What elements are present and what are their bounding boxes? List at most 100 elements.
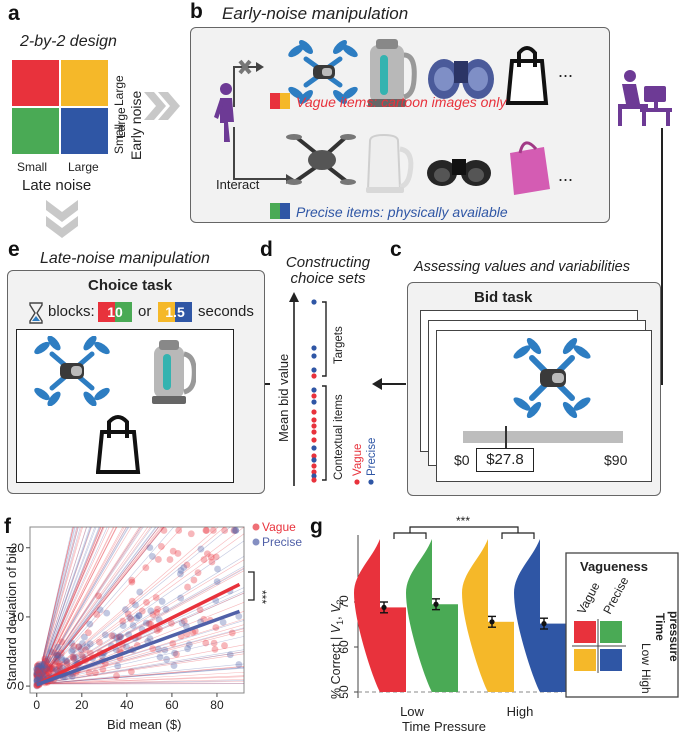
f-point (37, 662, 45, 669)
f-subject-fit-line (36, 527, 153, 685)
f-point (35, 665, 43, 672)
f-point (40, 671, 48, 679)
g-mean-dot (433, 601, 439, 607)
f-point (53, 666, 61, 674)
precise-items-text: Precise items: physically available (296, 204, 508, 220)
targets-brace (322, 301, 327, 377)
f-point (75, 643, 83, 651)
f-subject-fit-line (36, 649, 244, 685)
f-y-tick-label: 10 (11, 610, 25, 624)
f-point (116, 633, 124, 641)
f-point (63, 657, 71, 665)
f-subject-fit-line (36, 527, 160, 685)
f-subject-fit-line (36, 527, 142, 685)
f-subject-fit-line (36, 527, 79, 685)
f-point (145, 620, 153, 628)
ellipsis-top: ... (558, 61, 573, 81)
f-point (81, 633, 88, 641)
f-point (43, 667, 51, 675)
f-subject-fit-line (36, 527, 128, 685)
f-point (202, 639, 210, 647)
f-point (33, 676, 41, 684)
f-point (36, 675, 44, 682)
late-noise-label: Late noise (22, 177, 92, 194)
legend-vague-label: Vague (352, 444, 364, 476)
bid-card-front (436, 330, 652, 482)
f-point (149, 553, 156, 560)
bid-slider[interactable] (463, 431, 623, 443)
f-subject-fit-line (36, 681, 244, 685)
f-point (34, 667, 42, 674)
f-subject-fit-line (36, 533, 244, 685)
f-point (133, 614, 141, 622)
panel-letter-d: d (260, 238, 273, 261)
f-point (177, 567, 185, 574)
f-point (132, 601, 139, 609)
f-point (146, 544, 154, 552)
choice-task-title: Choice task (88, 277, 173, 294)
g-y-tick-label: 50 (337, 685, 351, 699)
g-legend-cell-precise-high (600, 649, 622, 671)
f-subject-fit-line (36, 527, 87, 685)
bid-dot (311, 417, 317, 423)
f-point (202, 527, 210, 534)
f-point (46, 665, 53, 673)
precise-swatch-blue (280, 203, 290, 219)
f-point (34, 674, 42, 681)
f-point (48, 665, 56, 673)
bid-task-title: Bid task (474, 289, 533, 306)
f-point (213, 578, 221, 585)
f-subject-fit-line (36, 527, 73, 685)
vague-swatch-red (270, 93, 280, 109)
constructing-line2: choice sets (290, 270, 366, 287)
f-point (36, 664, 44, 671)
choice-bag-icon[interactable] (96, 412, 142, 476)
f-subject-fit-line (36, 527, 226, 685)
panel-letter-e: e (8, 238, 20, 261)
f-subject-fit-line (36, 527, 125, 685)
f-subject-fit-line (36, 527, 160, 685)
cell-vague-low (12, 60, 59, 106)
bid-slider-handle[interactable] (505, 426, 507, 448)
f-point (108, 632, 116, 640)
bid-max-label: $90 (604, 452, 628, 468)
f-subject-fit-line (36, 676, 244, 685)
interact-label: Interact (216, 177, 260, 192)
f-point (75, 643, 83, 651)
f-point (110, 632, 118, 640)
f-subject-fit-line (36, 644, 244, 685)
f-point (169, 547, 177, 555)
g-y-tick-label: 60 (337, 640, 351, 654)
choice-drone-icon[interactable] (34, 336, 110, 406)
f-legend-vague: Vague (262, 520, 296, 534)
f-point (93, 611, 101, 618)
f-subject-fit-line (36, 627, 244, 685)
f-point (52, 666, 60, 673)
bag-photo (510, 141, 550, 195)
f-subject-fit-line (36, 527, 82, 685)
small-early-text: Small (112, 124, 126, 154)
choice-set-diagram: Mean bid value Targets Contextual items … (276, 292, 378, 486)
f-point (46, 663, 54, 671)
f-point (48, 664, 56, 672)
f-point (125, 631, 133, 639)
f-point (42, 658, 50, 665)
f-point (33, 671, 41, 679)
x-mark-icon (238, 59, 252, 75)
g-violin-vague-low (354, 539, 380, 692)
f-point (149, 645, 157, 653)
f-subject-fit-line (36, 663, 244, 685)
f-point (211, 645, 219, 653)
cell-precise-low (12, 108, 59, 154)
choice-kettle-icon[interactable] (150, 336, 196, 408)
f-point (39, 671, 47, 679)
f-point (37, 674, 44, 682)
bid-dot (311, 423, 317, 429)
g-y-tick-label: 70 (337, 595, 351, 609)
f-point (37, 663, 45, 671)
bid-value-box[interactable]: $27.8 (476, 448, 534, 472)
f-point (38, 665, 46, 672)
bid-dot (311, 453, 317, 459)
f-point (149, 611, 157, 619)
